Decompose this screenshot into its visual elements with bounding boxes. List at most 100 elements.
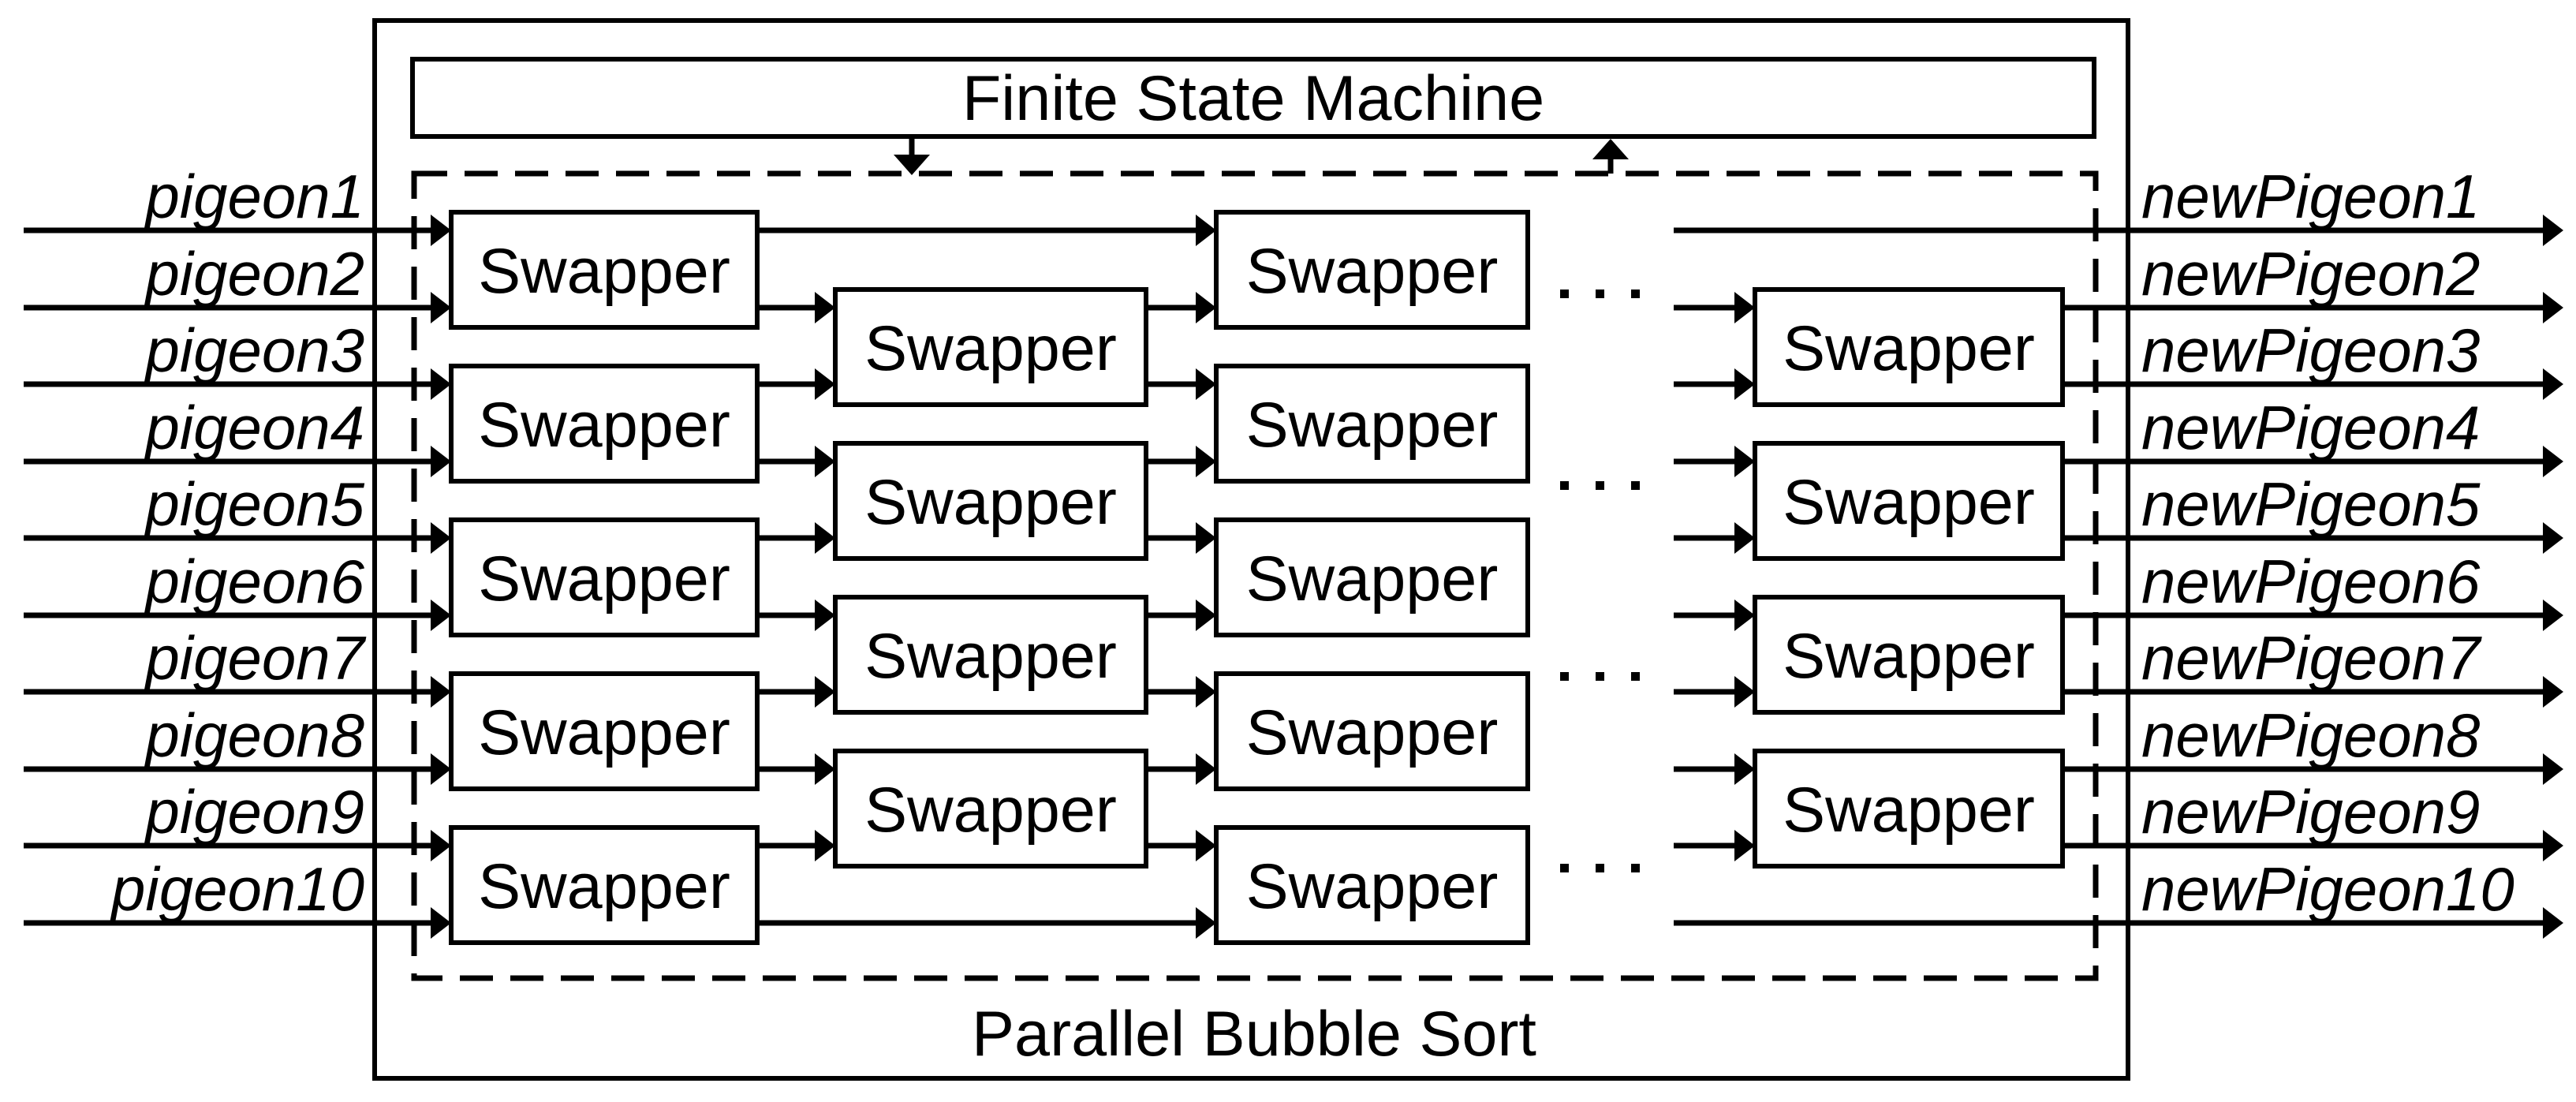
arrowhead-icon xyxy=(2543,292,2563,323)
arrowhead-icon xyxy=(815,830,835,861)
swapper-label: Swapper xyxy=(478,851,730,922)
swapper-label: Swapper xyxy=(1246,544,1499,615)
arrowhead-icon xyxy=(1734,830,1755,861)
swapper-label: Swapper xyxy=(478,544,730,615)
swapper-box xyxy=(449,671,760,791)
arrowhead-icon xyxy=(815,600,835,631)
arrowhead-icon xyxy=(1196,215,1216,246)
arrowhead-icon xyxy=(431,446,451,477)
swapper-label: Swapper xyxy=(1783,775,2035,846)
sorter-outer-box xyxy=(372,18,2130,1081)
ellipsis-dot-icon xyxy=(1560,290,1569,298)
arrowhead-icon xyxy=(1734,753,1755,785)
output-label: newPigeon10 xyxy=(2141,854,2514,924)
swapper-box xyxy=(833,441,1148,561)
ellipsis-dot-icon xyxy=(1596,481,1604,490)
arrowhead-icon xyxy=(815,676,835,708)
swapper-label: Swapper xyxy=(1783,313,2035,384)
arrowhead-icon xyxy=(431,830,451,861)
ellipsis-dot-icon xyxy=(1631,864,1640,872)
ellipsis-dot-icon xyxy=(1560,672,1569,681)
swapper-label: Swapper xyxy=(1246,697,1499,768)
swapper-label: Swapper xyxy=(478,236,730,307)
arrowhead-icon xyxy=(1196,676,1216,708)
output-label: newPigeon8 xyxy=(2141,700,2480,770)
swapper-label: Swapper xyxy=(1783,621,2035,692)
arrowhead-icon xyxy=(2543,446,2563,477)
swapper-box xyxy=(1214,517,1530,637)
swapper-box xyxy=(833,749,1148,869)
arrowhead-icon xyxy=(2543,753,2563,785)
arrowhead-icon xyxy=(2543,830,2563,861)
arrowhead-icon xyxy=(815,753,835,785)
swapper-box xyxy=(1753,595,2065,715)
fsm-box xyxy=(410,57,2096,139)
ellipsis-dot-icon xyxy=(1560,481,1569,490)
arrowhead-icon xyxy=(815,522,835,554)
output-label: newPigeon6 xyxy=(2141,547,2481,616)
swapper-box xyxy=(1214,825,1530,945)
ellipsis-dot-icon xyxy=(1596,864,1604,872)
swapper-network-dashed-box xyxy=(411,170,2099,981)
input-label: pigeon1 xyxy=(144,162,364,231)
arrowhead-icon xyxy=(2543,368,2563,400)
arrowhead-icon xyxy=(1734,522,1755,554)
input-label: pigeon2 xyxy=(144,239,364,308)
swapper-box xyxy=(1753,749,2065,869)
swapper-box xyxy=(1753,441,2065,561)
swapper-box xyxy=(1214,671,1530,791)
arrowhead-icon xyxy=(431,676,451,708)
swapper-box xyxy=(449,210,760,330)
swapper-box xyxy=(833,595,1148,715)
swapper-box xyxy=(449,517,760,637)
arrowhead-icon xyxy=(1196,368,1216,400)
output-label: newPigeon1 xyxy=(2141,162,2480,231)
arrowhead-icon xyxy=(1196,830,1216,861)
input-label: pigeon9 xyxy=(144,777,364,846)
arrowhead-icon xyxy=(815,292,835,323)
swapper-label: Swapper xyxy=(864,621,1117,692)
swapper-label: Swapper xyxy=(1783,467,2035,538)
arrowhead-icon xyxy=(2543,215,2563,246)
swapper-box xyxy=(1753,287,2065,407)
input-label: pigeon7 xyxy=(144,623,366,693)
output-label: newPigeon4 xyxy=(2141,393,2480,462)
arrowhead-icon xyxy=(431,753,451,785)
arrowhead-icon xyxy=(431,600,451,631)
ellipsis-dot-icon xyxy=(1631,481,1640,490)
arrowhead-icon xyxy=(431,215,451,246)
ellipsis-dot-icon xyxy=(1631,672,1640,681)
arrowhead-icon xyxy=(1734,676,1755,708)
input-label: pigeon3 xyxy=(144,316,364,385)
swapper-label: Swapper xyxy=(1246,851,1499,922)
output-label: newPigeon9 xyxy=(2141,777,2480,846)
swapper-box xyxy=(449,364,760,484)
arrowhead-icon xyxy=(1196,753,1216,785)
up-arrowhead-icon xyxy=(1592,139,1629,159)
output-label: newPigeon2 xyxy=(2141,239,2480,308)
swapper-box xyxy=(1214,364,1530,484)
diagram-title: Parallel Bubble Sort xyxy=(972,999,1536,1070)
swapper-box xyxy=(449,825,760,945)
arrowhead-icon xyxy=(1196,522,1216,554)
arrowhead-icon xyxy=(1196,292,1216,323)
swapper-label: Swapper xyxy=(864,775,1117,846)
input-label: pigeon6 xyxy=(144,547,364,616)
swapper-label: Swapper xyxy=(864,467,1117,538)
input-label: pigeon8 xyxy=(144,700,364,770)
output-label: newPigeon5 xyxy=(2141,469,2481,539)
arrowhead-icon xyxy=(2543,676,2563,708)
fsm-title: Finite State Machine xyxy=(962,63,1544,134)
input-label: pigeon10 xyxy=(110,854,364,924)
output-label: newPigeon7 xyxy=(2141,623,2482,693)
input-label: pigeon5 xyxy=(144,469,364,539)
arrowhead-icon xyxy=(1196,600,1216,631)
arrowhead-icon xyxy=(431,522,451,554)
swapper-label: Swapper xyxy=(478,697,730,768)
arrowhead-icon xyxy=(431,292,451,323)
arrowhead-icon xyxy=(2543,600,2563,631)
arrowhead-icon xyxy=(1734,446,1755,477)
input-label: pigeon4 xyxy=(144,393,364,462)
